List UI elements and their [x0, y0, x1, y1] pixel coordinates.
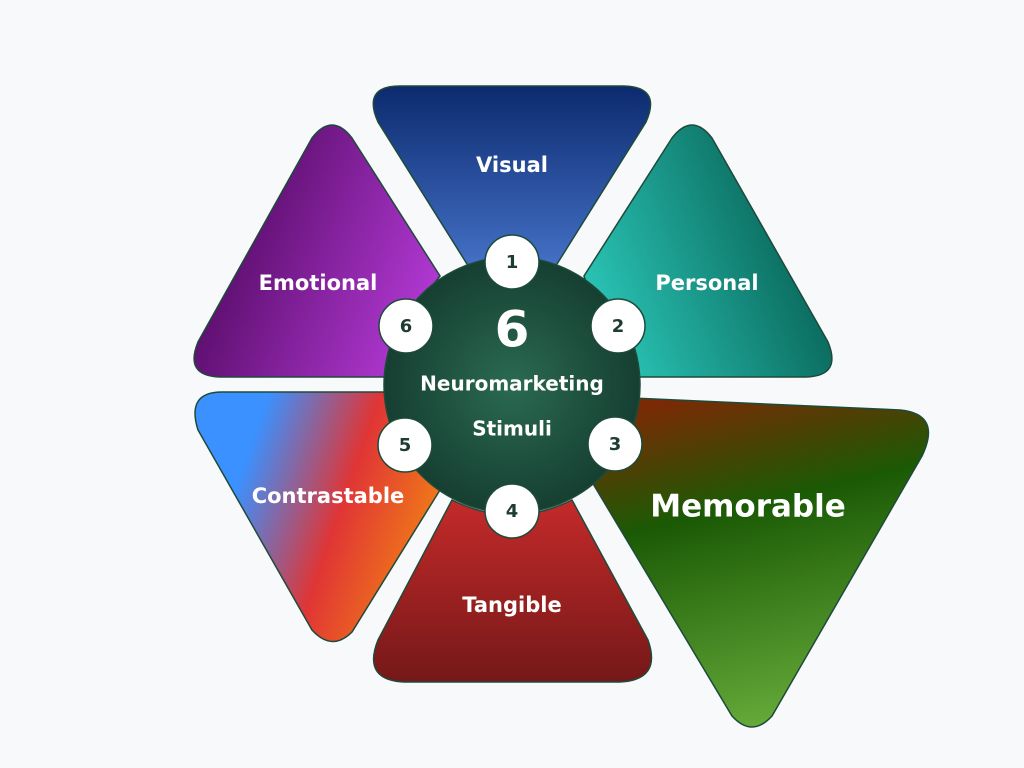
segment-contrastable-label: Contrastable	[252, 484, 405, 508]
center-hub: 6 Neuromarketing Stimuli	[383, 256, 641, 514]
segment-personal-label: Personal	[655, 271, 758, 295]
badge-2: 2	[590, 298, 646, 354]
center-title-line2: Stimuli	[472, 417, 552, 441]
badge-5-circle	[377, 417, 433, 473]
segment-emotional-label: Emotional	[259, 271, 378, 295]
segment-tangible-label: Tangible	[462, 593, 561, 617]
segment-memorable-label: Memorable	[650, 489, 846, 525]
badge-4-number: 4	[506, 501, 519, 522]
badge-4: 4	[484, 483, 540, 539]
badge-4-circle	[484, 483, 540, 539]
segment-emotional: Emotional	[193, 124, 441, 378]
badge-1: 1	[484, 234, 540, 290]
badge-3: 3	[587, 416, 643, 472]
badge-1-circle	[484, 234, 540, 290]
center-title-line1: Neuromarketing	[420, 372, 604, 396]
badge-1-number: 1	[506, 252, 519, 273]
badge-6-circle	[378, 298, 434, 354]
badge-3-number: 3	[609, 434, 622, 455]
badge-6-number: 6	[400, 316, 413, 337]
center-number: 6	[495, 301, 530, 359]
badge-6: 6	[378, 298, 434, 354]
badge-2-number: 2	[612, 316, 625, 337]
segment-memorable: Memorable	[579, 397, 930, 728]
badge-2-circle	[590, 298, 646, 354]
segment-contrastable: Contrastable	[194, 391, 441, 643]
badge-5: 5	[377, 417, 433, 473]
segment-visual: Visual	[372, 85, 652, 287]
segment-visual-label: Visual	[476, 153, 548, 177]
segment-personal: Personal	[583, 124, 833, 378]
segment-tangible: Tangible	[373, 499, 653, 683]
badge-5-number: 5	[399, 435, 412, 456]
badge-3-circle	[587, 416, 643, 472]
